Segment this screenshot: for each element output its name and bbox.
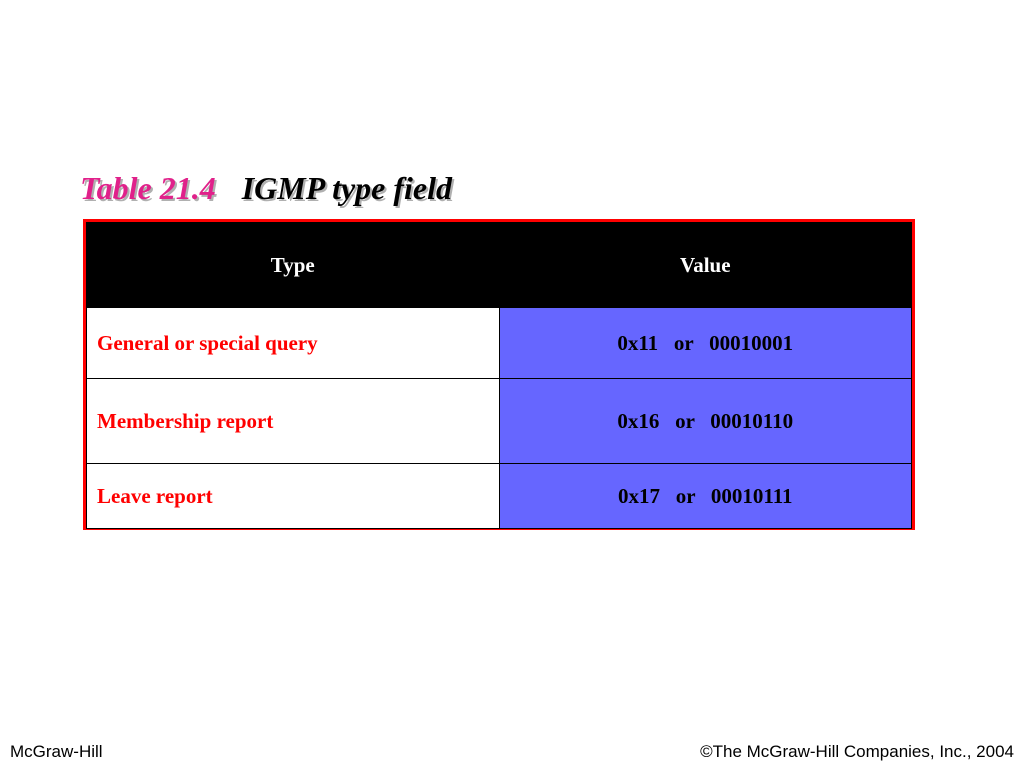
table: Type Value General or special query 0x11… <box>86 222 912 529</box>
table-row: Membership report 0x16 or 00010110 <box>86 378 912 464</box>
table-title: IGMP type field <box>241 170 453 206</box>
footer-publisher: McGraw-Hill <box>10 742 103 761</box>
type-cell: Leave report <box>86 463 500 529</box>
value-cell: 0x11 or 00010001 <box>498 307 912 379</box>
column-header-value: Value <box>498 222 912 308</box>
column-header-type: Type <box>86 222 500 308</box>
footer-copyright: ©The McGraw-Hill Companies, Inc., 2004 <box>700 742 1014 761</box>
type-cell: General or special query <box>86 307 500 379</box>
slide-title: Table 21.4 IGMP type field <box>80 168 452 208</box>
table-row: General or special query 0x11 or 0001000… <box>86 307 912 379</box>
value-cell: 0x17 or 00010111 <box>498 463 912 529</box>
igmp-type-table: Type Value General or special query 0x11… <box>83 219 915 530</box>
table-number: Table 21.4 <box>80 170 216 206</box>
table-header-row: Type Value <box>86 222 912 308</box>
value-cell: 0x16 or 00010110 <box>498 378 912 464</box>
table-row: Leave report 0x17 or 00010111 <box>86 463 912 529</box>
type-cell: Membership report <box>86 378 500 464</box>
